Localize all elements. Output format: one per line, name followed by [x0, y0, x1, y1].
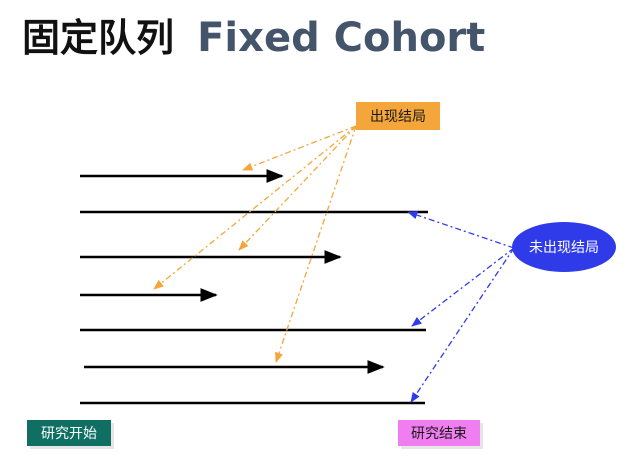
- outcome-pointer-4: [275, 125, 357, 363]
- title-english: Fixed Cohort: [197, 15, 486, 61]
- outcome-pointer-1: [242, 125, 357, 171]
- no-outcome-pointer-3: [410, 247, 515, 403]
- no-outcome-pointer-2: [411, 247, 515, 327]
- outcome-label: 出现结局: [356, 102, 440, 130]
- title-chinese: 固定队列: [22, 16, 175, 60]
- outcome-pointer-2: [238, 125, 357, 251]
- study-start-label: 研究开始: [27, 420, 111, 446]
- outcome-pointer-3: [153, 125, 357, 290]
- no-outcome-ellipse: 未出现结局: [512, 222, 616, 272]
- no-outcome-pointer-1: [407, 211, 515, 249]
- page-title: 固定队列 Fixed Cohort: [22, 10, 485, 74]
- study-end-label: 研究结束: [398, 420, 480, 446]
